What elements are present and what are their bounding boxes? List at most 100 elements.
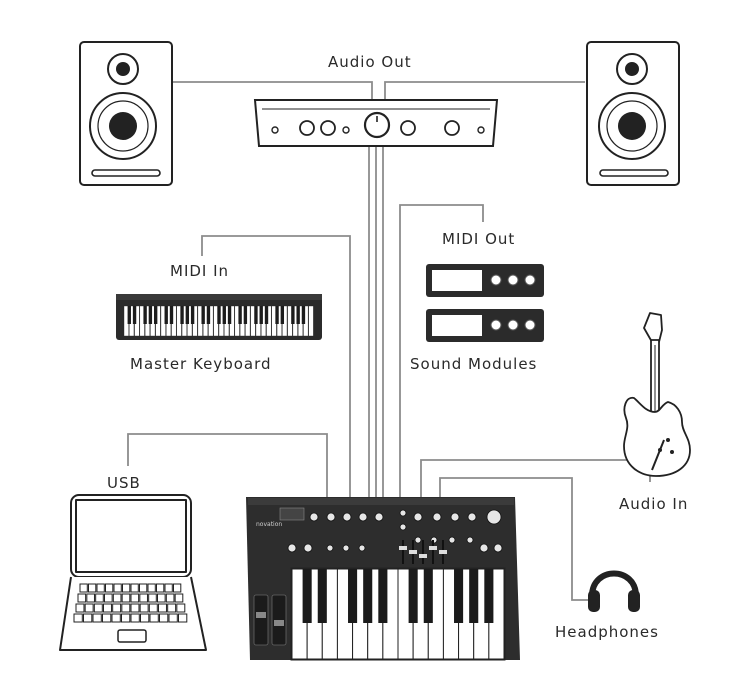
synth-black-key [378, 569, 388, 623]
synth-fader-track [402, 540, 404, 564]
master-keyboard-black-key [164, 306, 168, 324]
laptop-key [173, 583, 182, 593]
synth-knob [466, 536, 474, 544]
master-keyboard-black-key [238, 306, 242, 324]
laptop-key [92, 613, 102, 623]
master-keyboard-black-key [291, 306, 295, 324]
laptop-key [168, 613, 178, 623]
master-keyboard-black-key [243, 306, 248, 324]
synth-fader-track [422, 540, 424, 564]
laptop-key [84, 603, 94, 613]
synth-black-key [484, 569, 494, 623]
midi-out-label: MIDI Out [442, 230, 516, 248]
master-keyboard-black-key [148, 306, 153, 324]
master-keyboard-black-key [296, 306, 300, 324]
master-keyboard-keys [123, 305, 314, 337]
laptop-key [93, 603, 103, 613]
laptop-key [130, 613, 140, 623]
laptop-key [130, 583, 139, 593]
synth-knob [399, 509, 407, 517]
laptop-key [104, 593, 113, 603]
master-keyboard-black-key [180, 306, 184, 324]
synth-fader-track [432, 540, 434, 564]
master-keyboard-black-key [201, 306, 205, 324]
laptop-key [167, 603, 177, 613]
laptop-key [112, 593, 122, 603]
synth-knob [479, 543, 489, 553]
laptop-key [156, 583, 165, 593]
laptop-key [147, 583, 156, 593]
synth-black-key [363, 569, 373, 623]
synth-knob [309, 512, 319, 522]
right-speaker [586, 41, 680, 186]
master-keyboard-black-key [227, 306, 232, 324]
laptop-key [130, 603, 140, 613]
laptop-key [122, 583, 131, 593]
laptop-key [111, 613, 121, 623]
cable-usb [127, 433, 328, 498]
master-keyboard-black-key [301, 306, 306, 324]
cable-midi-out [399, 204, 484, 498]
laptop-key [148, 593, 157, 603]
master-keyboard-black-key [190, 306, 195, 324]
synth-black-key [469, 569, 479, 623]
master-keyboard-black-key [185, 306, 190, 324]
synth-knob [414, 536, 422, 544]
headphones-icon [588, 570, 640, 612]
left-speaker [79, 41, 173, 186]
laptop-key [157, 593, 166, 603]
laptop-key [121, 603, 131, 613]
synth-black-key [302, 569, 312, 623]
usb-label: USB [107, 474, 141, 492]
master-keyboard-black-key [259, 306, 263, 324]
synth-brand: novation [256, 521, 282, 528]
laptop-key [139, 593, 148, 603]
synth-knob [326, 512, 336, 522]
synth-fader-cap [439, 550, 447, 554]
synth-keys [291, 568, 505, 660]
master-keyboard [116, 294, 322, 340]
synth-knob [432, 512, 442, 522]
cable-audio-in [420, 459, 651, 498]
connection-cables [127, 81, 651, 601]
synth-knob [358, 512, 368, 522]
guitar-icon [623, 312, 691, 477]
laptop-key [105, 583, 114, 593]
synth-fader-cap [399, 546, 407, 550]
master-keyboard-black-key [127, 306, 131, 324]
laptop-key [73, 613, 83, 623]
synth-black-key [348, 569, 358, 623]
master-keyboard-black-key [280, 306, 285, 324]
headphones-label: Headphones [555, 623, 659, 641]
synth-knob [399, 523, 407, 531]
laptop-key [174, 593, 184, 603]
laptop-key [176, 603, 186, 613]
synth-knob [326, 544, 334, 552]
sound-module-2 [426, 309, 544, 342]
laptop-key [178, 613, 188, 623]
synth-knob [358, 544, 366, 552]
sound-module-1 [426, 264, 544, 297]
synthesizer: novation [246, 497, 520, 661]
laptop-key [121, 593, 131, 603]
audio-out-label: Audio Out [328, 53, 412, 71]
cable-headphones [439, 477, 588, 601]
master-keyboard-black-key [254, 306, 258, 324]
laptop-key [148, 603, 158, 613]
laptop-key [95, 593, 104, 603]
synth-knob [493, 543, 503, 553]
master-keyboard-black-key [275, 306, 279, 324]
laptop-key [86, 593, 95, 603]
laptop-keyboard [73, 583, 188, 623]
laptop-key [159, 613, 169, 623]
synth-fader-cap [429, 546, 437, 550]
synth-knob [413, 512, 423, 522]
master-keyboard-label: Master Keyboard [130, 355, 272, 373]
laptop-key [113, 583, 122, 593]
synth-knob [450, 512, 460, 522]
laptop-key [139, 603, 149, 613]
master-keyboard-black-key [169, 306, 174, 324]
synth-knob [287, 543, 297, 553]
master-keyboard-black-key [264, 306, 269, 324]
